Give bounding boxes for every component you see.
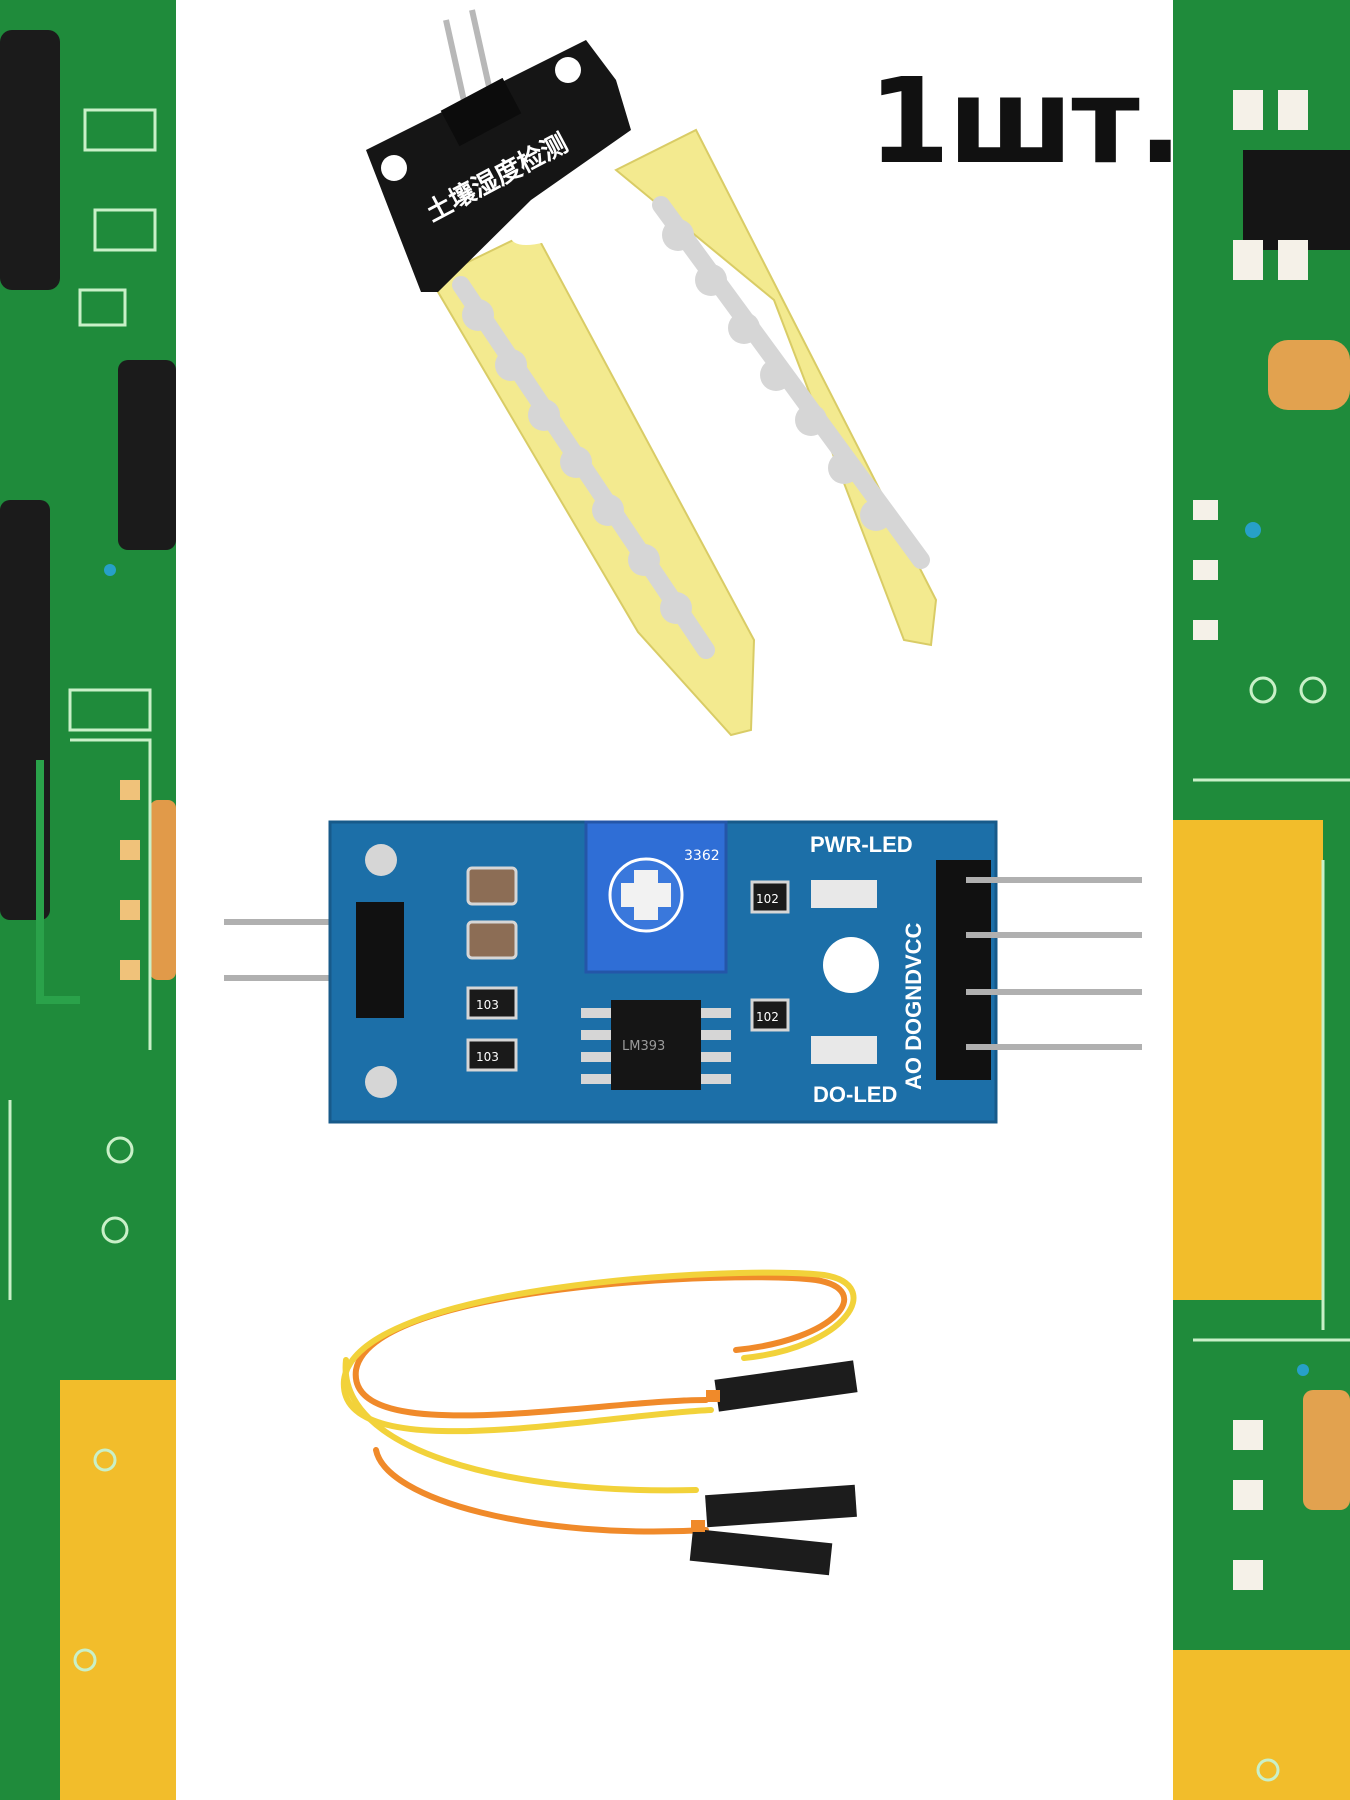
right-pcb-background (1173, 0, 1350, 1800)
pwr-led-label: PWR-LED (810, 832, 913, 857)
quantity-label: 1шт. (868, 52, 1183, 190)
resistor-marking-2: 102 (756, 1010, 779, 1024)
left-pcb-artwork (0, 0, 176, 1800)
resistor-marking-4: 103 (476, 1050, 499, 1064)
potentiometer-marking: 3362 (684, 848, 720, 864)
resistor-marking-3: 103 (476, 998, 499, 1012)
chip-marking: LM393 (622, 1039, 665, 1054)
resistor-marking-1: 102 (756, 892, 779, 906)
do-led-label: DO-LED (813, 1082, 897, 1107)
soil-probe-image: 土壤湿度检测 (366, 9, 938, 737)
jumper-wires-image (340, 1269, 858, 1576)
product-area: 土壤湿度检测 1шт. (176, 0, 1183, 1800)
left-pcb-background (0, 0, 176, 1800)
comparator-module-image: 3362 102 102 103 103 LM393 PWR-LED DO-LE… (224, 820, 1142, 1124)
pin-labels: AO DOGNDVCC (901, 922, 926, 1090)
right-pcb-artwork (1173, 0, 1350, 1800)
